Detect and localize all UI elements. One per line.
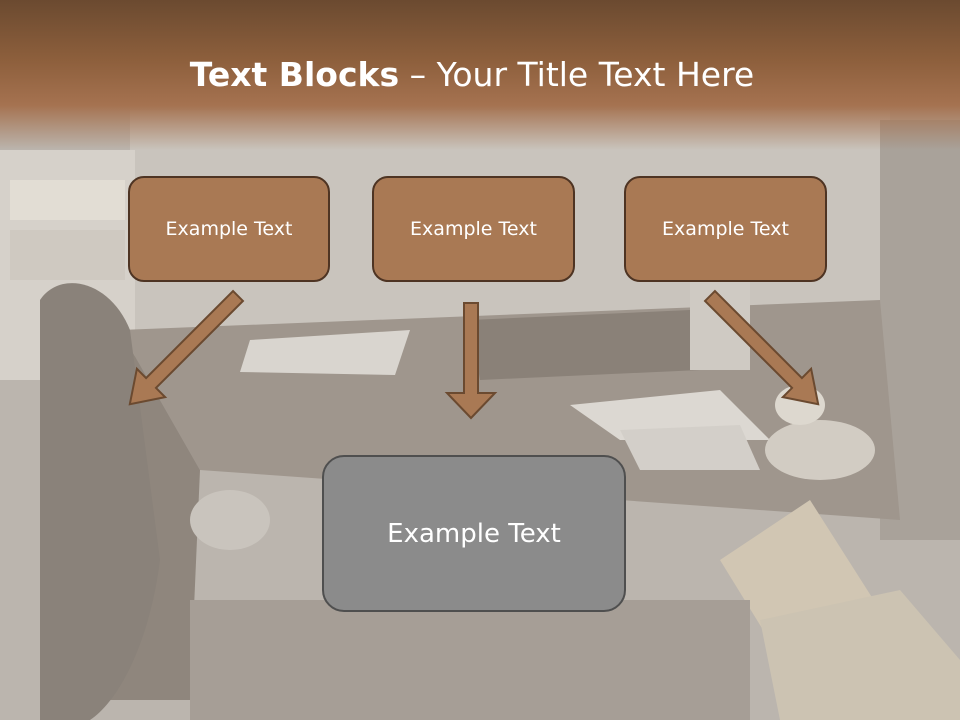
arrow-right xyxy=(703,289,820,406)
text-block-2[interactable]: Example Text xyxy=(372,176,575,282)
target-block[interactable]: Example Text xyxy=(322,455,626,612)
text-block-3-label: Example Text xyxy=(662,218,789,240)
text-block-1-label: Example Text xyxy=(165,218,293,240)
text-block-2-label: Example Text xyxy=(410,218,537,240)
title-banner xyxy=(0,0,960,150)
page-title: Text Blocks – Your Title Text Here xyxy=(0,52,944,98)
arrow-center xyxy=(444,302,498,420)
target-block-label: Example Text xyxy=(387,518,561,549)
title-dash: – xyxy=(399,55,437,94)
text-block-3[interactable]: Example Text xyxy=(624,176,827,282)
title-rest: Your Title Text Here xyxy=(436,55,755,94)
title-bold: Text Blocks xyxy=(189,55,400,94)
text-block-1[interactable]: Example Text xyxy=(128,176,330,282)
arrow-left xyxy=(128,289,245,406)
